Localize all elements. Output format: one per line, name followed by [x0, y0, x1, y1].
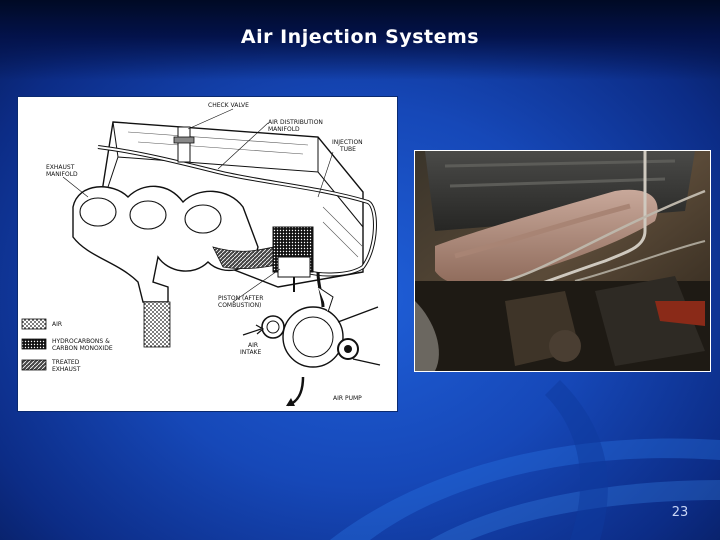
legend-swatch-hydrocarbons: [21, 338, 47, 350]
exhaust-manifold-label-2: MANIFOLD: [46, 171, 78, 178]
legend-label-treated-1: TREATED: [51, 359, 80, 366]
injection-tube-label-1: INJECTION: [332, 139, 363, 146]
air-intake-label-2: INTAKE: [240, 349, 261, 356]
diagram-drawing: CHECK VALVE AIR DISTRIBUTION MANIFOLD IN…: [21, 102, 381, 407]
injection-tube-label-2: TUBE: [339, 146, 356, 153]
legend-swatch-treated-exhaust: [21, 359, 47, 371]
legend-swatch-air: [21, 318, 47, 330]
air-injection-diagram: CHECK VALVE AIR DISTRIBUTION MANIFOLD IN…: [17, 96, 398, 412]
legend-label-hydrocarbons-1: HYDROCARBONS &: [52, 338, 110, 345]
legend-label-air: AIR: [52, 321, 62, 328]
engine-photo: [414, 150, 711, 372]
air-intake-label-1: AIR: [248, 342, 258, 349]
engine-photo-drawing: [415, 151, 710, 371]
exhaust-manifold-label-1: EXHAUST: [46, 164, 75, 171]
legend-label-treated-2: EXHAUST: [52, 366, 81, 373]
air-pump-label: AIR PUMP: [333, 395, 362, 402]
page-number: 23: [671, 505, 689, 520]
legend-label-hydrocarbons-2: CARBON MONOXIDE: [52, 345, 113, 352]
piston-label-1: PISTON (AFTER: [218, 295, 263, 302]
slide-title: Air Injection Systems: [240, 26, 480, 48]
title-band: [0, 0, 720, 80]
piston-label-2: COMBUSTION): [218, 302, 261, 309]
check-valve-label: CHECK VALVE: [208, 102, 249, 109]
air-distribution-label-2: MANIFOLD: [268, 126, 300, 133]
diagram-legend: AIR HYDROCARBONS & CARBON MONOXIDE TREAT…: [21, 318, 113, 373]
air-distribution-label-1: AIR DISTRIBUTION: [268, 119, 323, 126]
